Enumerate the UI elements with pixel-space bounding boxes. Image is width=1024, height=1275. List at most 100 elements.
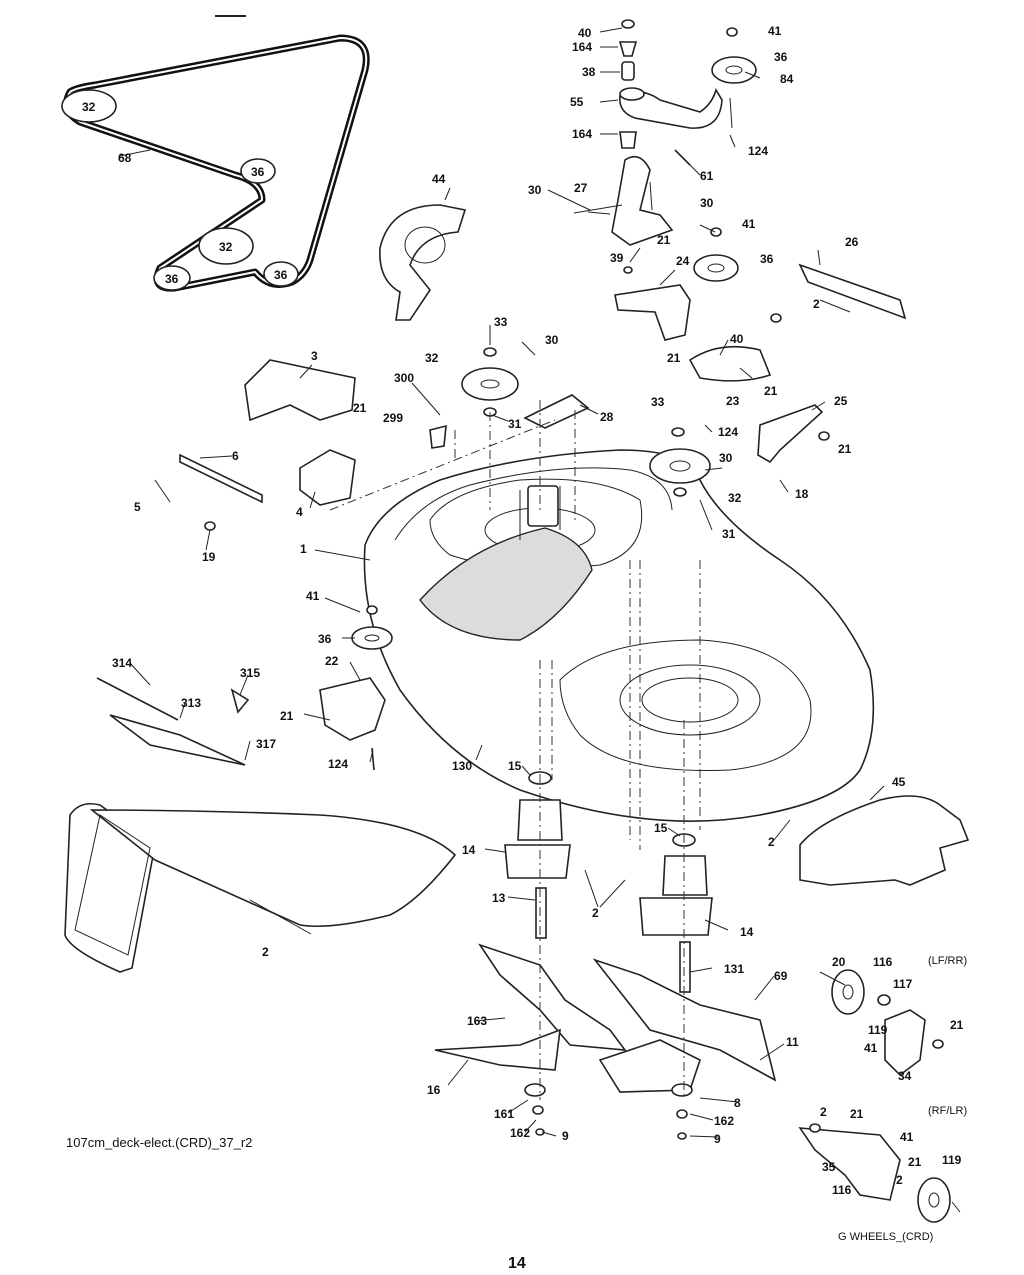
callout: 162 (510, 1126, 530, 1140)
mower-deck-housing (363, 449, 875, 822)
callout: 40 (730, 332, 744, 346)
callout: 15 (654, 821, 668, 835)
callout: 41 (306, 589, 320, 603)
callout: 34 (898, 1069, 912, 1083)
callout: 44 (432, 172, 446, 186)
callout: 36 (274, 268, 288, 282)
callout: 24 (676, 254, 690, 268)
callout: 25 (834, 394, 848, 408)
callout: 2 (896, 1173, 903, 1187)
callout: 164 (572, 40, 592, 54)
idler-bracket-assembly (96, 605, 393, 771)
callout: 31 (722, 527, 736, 541)
callout: 21 (850, 1107, 864, 1121)
callout: 14 (462, 843, 476, 857)
wheels-footer-title: G WHEELS_(CRD) (838, 1231, 933, 1243)
callout: 27 (574, 181, 588, 195)
callout: 41 (864, 1041, 878, 1055)
callout: 36 (760, 252, 774, 266)
belt-routing-diagram (61, 15, 370, 292)
callout: 45 (892, 775, 906, 789)
callout-labels: 32 68 36 32 36 36 44 40 164 38 55 164 41… (82, 24, 964, 1197)
callout: 31 (508, 417, 522, 431)
callout: 32 (425, 351, 439, 365)
callout: 2 (768, 835, 775, 849)
callout: 21 (667, 351, 681, 365)
callout: 38 (582, 65, 596, 79)
leader-lines (119, 27, 885, 1138)
callout: 163 (467, 1014, 487, 1028)
discharge-chute-and-cover (64, 795, 970, 973)
callout: 23 (726, 394, 740, 408)
callout: 124 (718, 425, 738, 439)
callout: 55 (570, 95, 584, 109)
callout: 41 (742, 217, 756, 231)
callout: 117 (893, 977, 913, 991)
callout: 21 (353, 401, 367, 415)
callout: 30 (700, 196, 714, 210)
callout: 1 (300, 542, 307, 556)
callout: 84 (780, 72, 794, 86)
callout: 21 (950, 1018, 964, 1032)
callout: 131 (724, 962, 744, 976)
callout: 41 (900, 1130, 914, 1144)
callout: 313 (181, 696, 201, 710)
callout: 9 (714, 1132, 721, 1146)
callout: 5 (134, 500, 141, 514)
callout: 16 (427, 1083, 441, 1097)
gauge-wheels (798, 969, 961, 1223)
callout: 124 (328, 757, 348, 771)
callout: 2 (592, 906, 599, 920)
callout: 315 (240, 666, 260, 680)
callout: 35 (822, 1160, 836, 1174)
callout: 21 (280, 709, 294, 723)
idler-assembly (587, 19, 907, 497)
callout: 36 (774, 50, 788, 64)
callout: 30 (528, 183, 542, 197)
callout: 314 (112, 656, 132, 670)
callout: 28 (600, 410, 614, 424)
callout: 36 (165, 272, 179, 286)
callout: 61 (700, 169, 714, 183)
callout: 32 (82, 100, 96, 114)
callout: 19 (202, 550, 216, 564)
callout: 3 (311, 349, 318, 363)
callout: 119 (868, 1023, 888, 1037)
callout: 21 (838, 442, 852, 456)
callout: 18 (795, 487, 809, 501)
callout: 40 (578, 26, 592, 40)
callout: 2 (813, 297, 820, 311)
front-wheel-title: (LF/RR) (928, 955, 967, 967)
callout: 69 (774, 969, 788, 983)
callout: 119 (942, 1153, 962, 1167)
page-number: 14 (508, 1255, 526, 1270)
diagram-caption: 107cm_deck-elect.(CRD)_37_r2 (66, 1135, 252, 1150)
callout: 2 (262, 945, 269, 959)
callout: 15 (508, 759, 522, 773)
callout: 317 (256, 737, 276, 751)
callout: 41 (768, 24, 782, 38)
callout: 30 (545, 333, 559, 347)
callout: 2 (820, 1105, 827, 1119)
left-drive-assembly (179, 204, 590, 531)
callout: 30 (719, 451, 733, 465)
callout: 130 (452, 759, 472, 773)
callout: 116 (873, 955, 893, 969)
callout: 21 (657, 233, 671, 247)
callout: 39 (610, 251, 624, 265)
callout: 300 (394, 371, 414, 385)
callout: 6 (232, 449, 239, 463)
callout: 20 (832, 955, 846, 969)
callout: 161 (494, 1107, 514, 1121)
rear-wheel-title: (RF/LR) (928, 1105, 967, 1117)
callout: 36 (318, 632, 332, 646)
callout: 299 (383, 411, 403, 425)
callout: 36 (251, 165, 265, 179)
callout: 33 (494, 315, 508, 329)
callout: 32 (728, 491, 742, 505)
callout: 13 (492, 891, 506, 905)
spindle-blade-assembly (434, 560, 777, 1140)
callout: 32 (219, 240, 233, 254)
callout: 11 (786, 1035, 799, 1049)
